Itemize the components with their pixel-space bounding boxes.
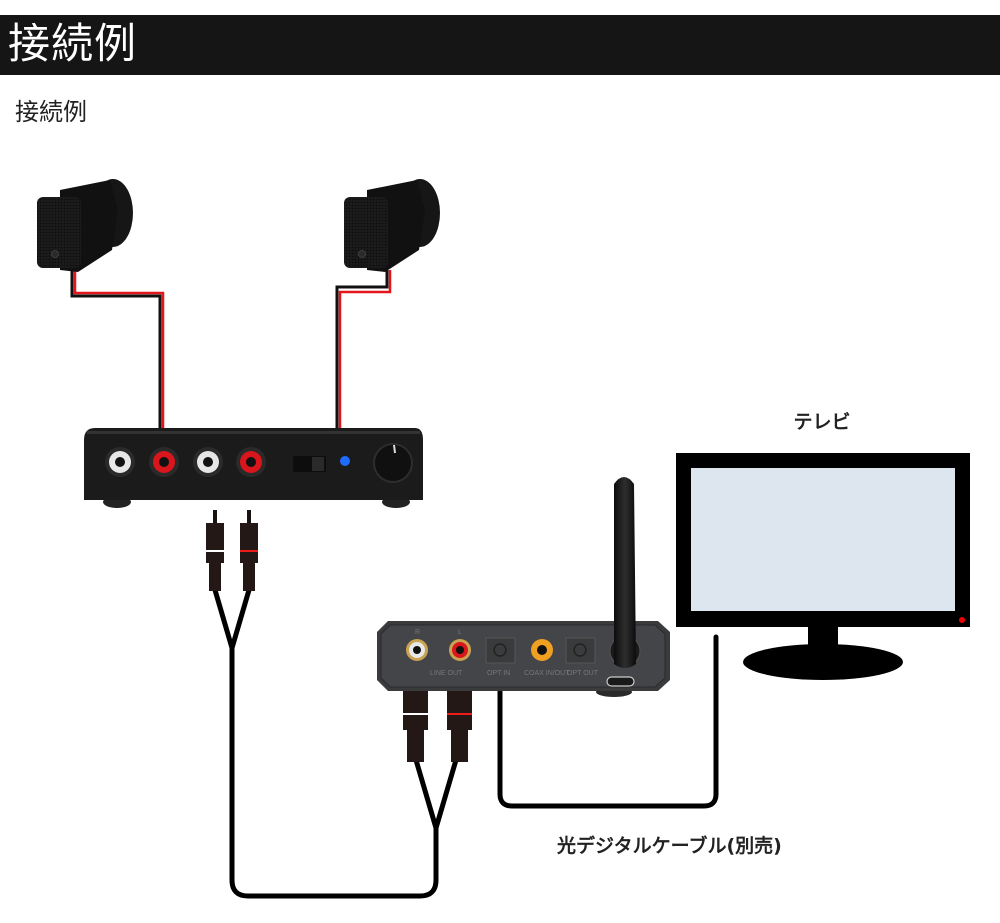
- section-heading: 接続例: [15, 98, 87, 126]
- port-label-r: R: [415, 629, 420, 636]
- coax-port: [531, 639, 553, 661]
- amp-power-led: [340, 456, 350, 466]
- receiver: R L LINE OUT OPT IN COAX IN/OUT OPT OUT: [377, 477, 670, 697]
- port-label-opt-out: OPT OUT: [567, 670, 599, 677]
- receiver-rca-r: [406, 639, 428, 661]
- tv: [676, 453, 970, 680]
- speaker-wire-left: [70, 270, 165, 428]
- optical-cable: [497, 634, 719, 809]
- optical-cable-label: 光デジタルケーブル(別売): [556, 834, 782, 857]
- amp-rca-red-1: [149, 447, 179, 477]
- title-bar: 接続例: [0, 15, 1000, 75]
- antenna: [614, 477, 636, 668]
- amp-rca-white-1: [105, 447, 135, 477]
- port-label-l: L: [458, 629, 462, 636]
- tv-screen: [691, 468, 955, 611]
- tv-label: テレビ: [793, 411, 850, 433]
- opt-out-port: [565, 637, 596, 664]
- port-label-line-out: LINE OUT: [430, 670, 463, 677]
- amp-rca-white-2: [193, 447, 223, 477]
- tv-power-led: [959, 617, 965, 623]
- volume-knob: [373, 443, 413, 483]
- speaker-wire-right: [335, 270, 392, 428]
- page-title: 接続例: [8, 19, 138, 68]
- port-label-opt-in: OPT IN: [487, 670, 510, 677]
- port-label-coax: COAX IN/OUT: [524, 670, 570, 677]
- opt-in-port: [485, 637, 516, 664]
- receiver-rca-l: [449, 639, 471, 661]
- speaker-right: [344, 179, 440, 272]
- amp-rca-red-2: [236, 447, 266, 477]
- usb-c-port: [606, 676, 635, 687]
- speaker-left: [37, 179, 133, 272]
- rca-cable: [206, 510, 472, 899]
- amplifier: [84, 428, 423, 508]
